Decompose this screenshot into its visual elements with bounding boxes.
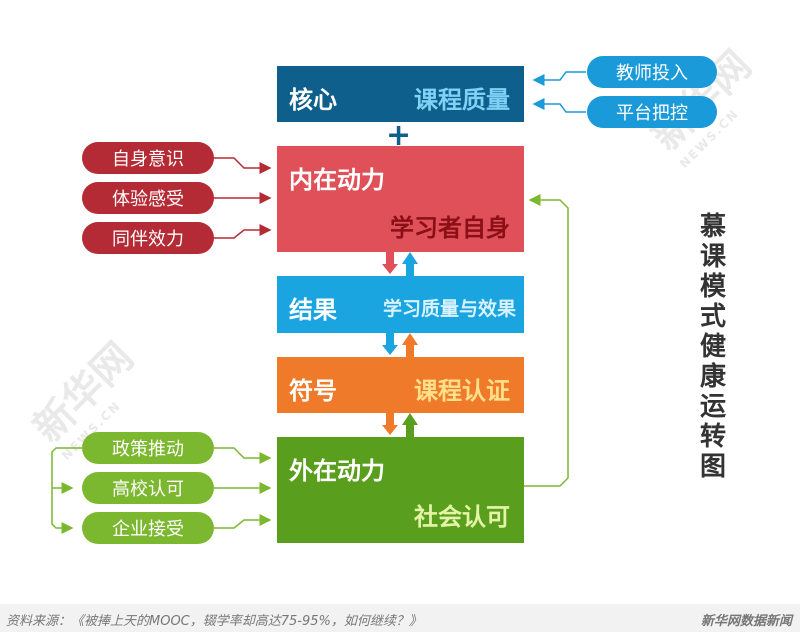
input-self-awareness: 自身意识 — [82, 142, 214, 174]
symbol-label: 符号 — [289, 377, 337, 405]
arrow-internal-down — [382, 252, 398, 274]
core-block: 核心 课程质量 — [277, 66, 524, 122]
diagram-title: 慕课模式健康运转图 — [699, 212, 726, 482]
connector-peer-to-internal — [214, 224, 272, 239]
external-label: 外在动力 — [289, 457, 385, 485]
arrow-result-down — [382, 333, 398, 355]
input-policy: 政策推动 — [82, 432, 214, 464]
symbol-block: 符号 课程认证 — [277, 357, 524, 413]
arrow-result-up — [402, 252, 418, 276]
input-platform: 平台把控 — [587, 96, 717, 128]
input-experience: 体验感受 — [82, 182, 214, 214]
symbol-value: 课程认证 — [414, 377, 510, 405]
core-value: 课程质量 — [414, 86, 510, 114]
connector-platform-to-core — [532, 98, 586, 113]
external-block: 外在动力 社会认可 — [277, 437, 524, 543]
input-teacher: 教师投入 — [587, 56, 717, 88]
connector-teacher-to-core — [532, 71, 586, 86]
core-label: 核心 — [289, 86, 337, 114]
result-block: 结果 学习质量与效果 — [277, 276, 524, 333]
connector-self-to-internal — [214, 157, 272, 174]
connector-policy-to-external — [214, 447, 272, 464]
internal-label: 内在动力 — [289, 166, 385, 194]
source-text: 资料来源：《被捧上天的MOOC，辍学率却高达75-95%，如何继续？》 — [6, 614, 422, 629]
result-value: 学习质量与效果 — [382, 298, 516, 320]
connector-feedback-loop — [524, 194, 569, 487]
arrow-external-up — [402, 413, 418, 437]
footer: 资料来源：《被捧上天的MOOC，辍学率却高达75-95%，如何继续？》 新华网数… — [0, 604, 800, 632]
external-value: 社会认可 — [414, 503, 510, 531]
result-label: 结果 — [289, 296, 337, 324]
internal-value: 学习者自身 — [390, 214, 510, 242]
connector-enterprise-to-external — [214, 514, 272, 529]
brand-text: 新华网数据新闻 — [700, 614, 792, 629]
arrow-symbol-down — [382, 413, 398, 435]
internal-block: 内在动力 学习者自身 — [277, 146, 524, 252]
input-university: 高校认可 — [82, 472, 214, 504]
input-peer: 同伴效力 — [82, 222, 214, 254]
arrow-symbol-up — [402, 333, 418, 357]
input-enterprise: 企业接受 — [82, 512, 214, 544]
